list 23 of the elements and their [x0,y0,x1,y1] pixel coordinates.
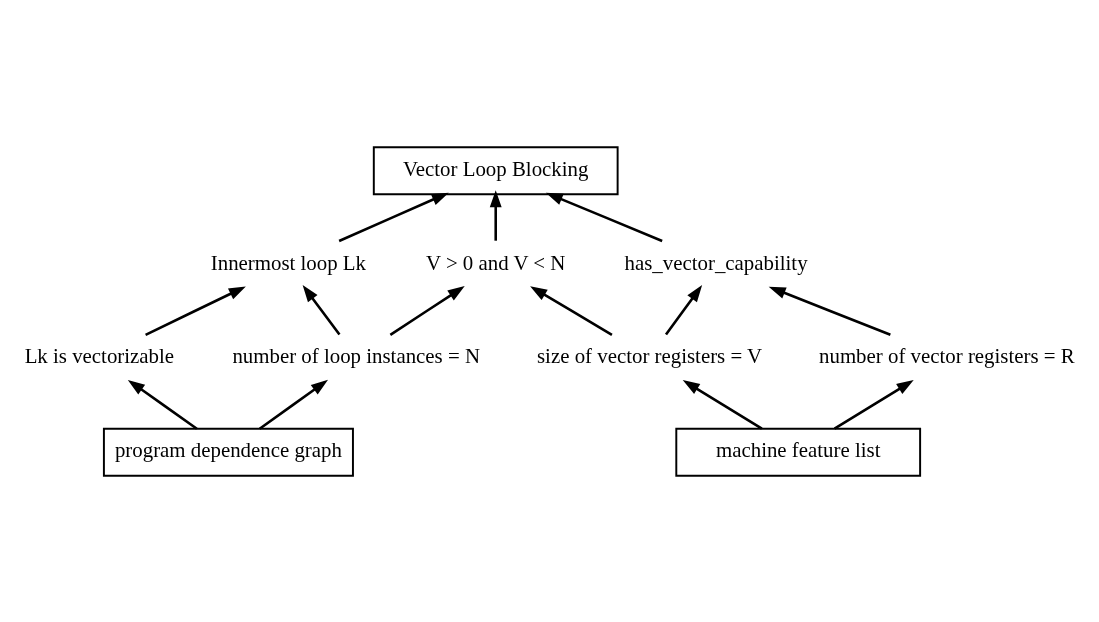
arrow [664,284,703,335]
arrow [682,379,763,430]
node-text: V > 0 and V < N [426,250,566,275]
arrow [302,284,341,335]
arrow [833,379,914,430]
arrow [489,189,502,241]
arrow [127,379,198,430]
arrow [338,192,449,242]
node-text: has_vector_capability [624,250,808,275]
node-box: Vector Loop Blocking [372,145,619,195]
node-text: size of vector registers = V [537,343,763,368]
node-text: number of loop instances = N [232,343,480,368]
arrow [545,192,663,242]
node-text: Innermost loop Lk [210,250,367,275]
arrow [145,285,246,336]
node-text: Lk is vectorizable [24,343,175,368]
arrow [768,286,891,336]
node-text: number of vector registers = R [819,343,1075,368]
arrow [530,285,613,336]
node-box: program dependence graph [102,427,354,477]
arrow [258,379,329,430]
arrow [389,285,465,336]
node-box: machine feature list [675,427,922,477]
